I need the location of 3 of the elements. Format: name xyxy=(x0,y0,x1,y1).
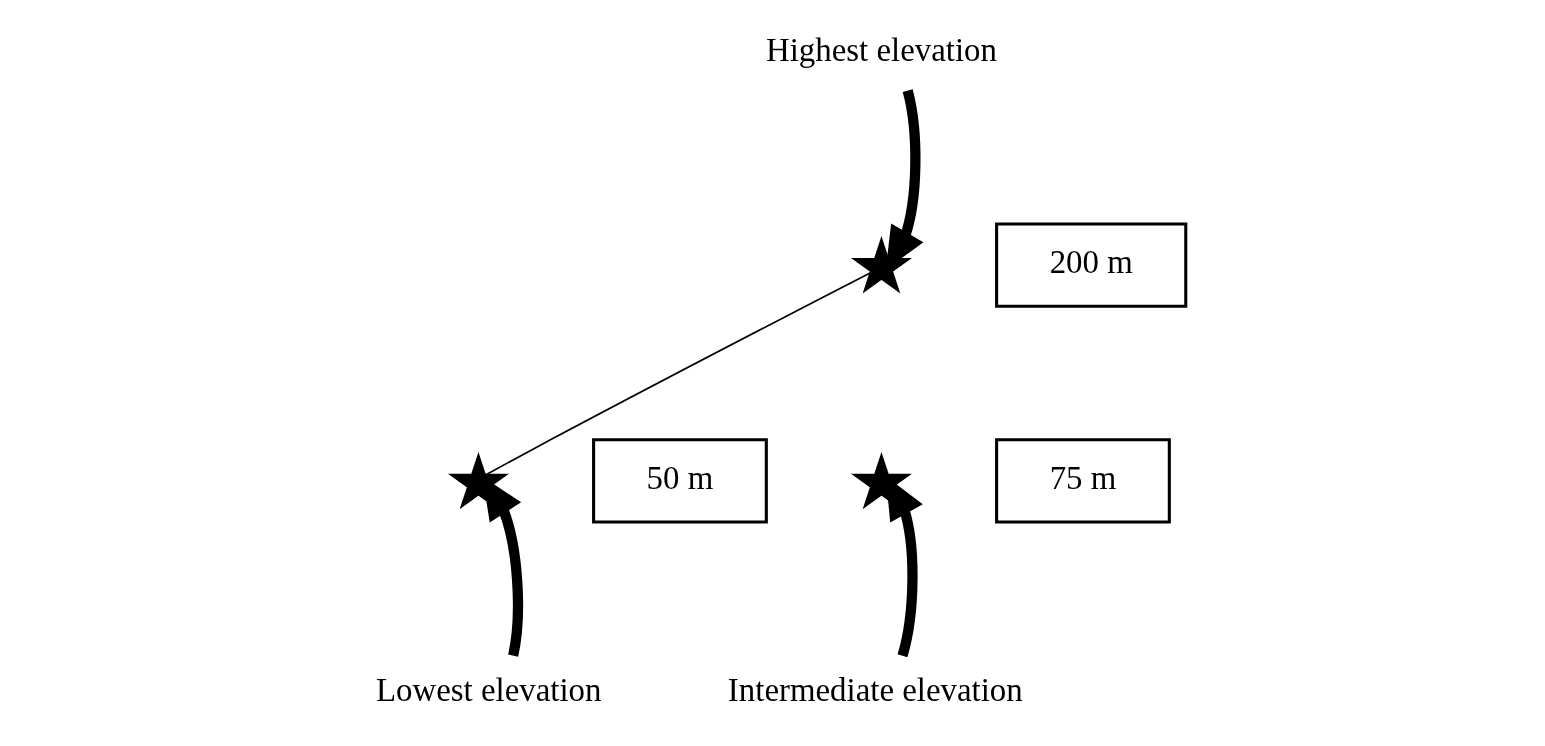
node-text: Intermediate elevation xyxy=(727,671,1023,708)
node-text: Lowest elevation xyxy=(375,671,601,708)
node-text: Highest elevation xyxy=(765,32,997,69)
